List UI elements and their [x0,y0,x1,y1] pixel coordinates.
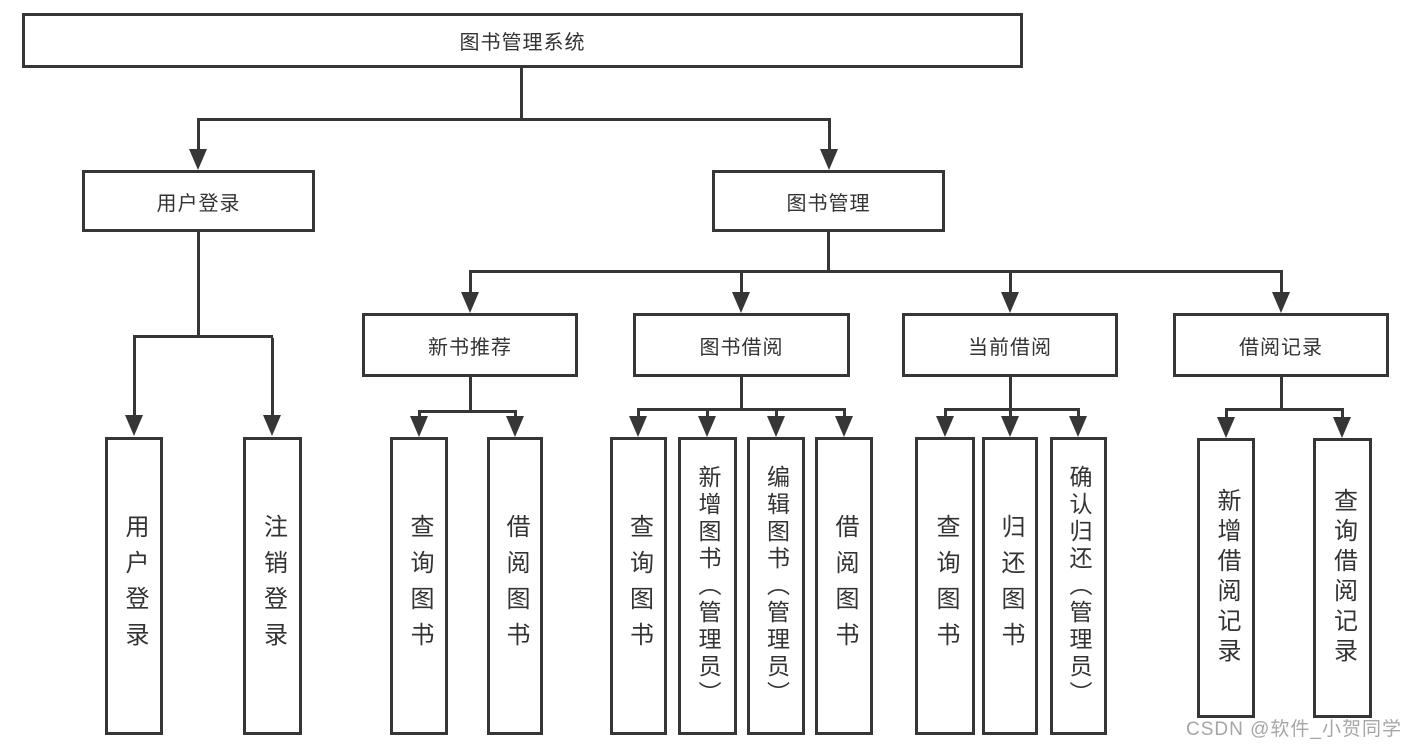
node-label: 当前借阅 [968,336,1052,359]
leaf-recommend-query-books: 查询图书 [390,437,448,735]
leaf-recommend-borrow-books: 借阅图书 [487,437,543,735]
connector-drop [1009,273,1012,292]
arrowhead-down-icon [410,416,428,437]
connector-borrowing-bus [637,408,846,411]
arrowhead-down-icon [1069,416,1087,437]
leaf-add-borrow-record: 新增借阅记录 [1197,438,1255,718]
arrowhead-down-icon [698,416,716,437]
leaf-current-query-books: 查询图书 [915,437,975,735]
connector-drop [1009,411,1012,416]
connector-current-stem [1009,377,1012,408]
connector-borrowing-stem [740,377,743,408]
node-user-login: 用户登录 [82,170,315,232]
leaf-return-books: 归还图书 [982,437,1038,735]
arrowhead-down-icon [767,416,785,437]
connector-drop [944,411,947,416]
connector-recommend-bus [418,410,517,413]
node-label: 图书借阅 [699,336,784,359]
arrowhead-down-icon [189,149,207,170]
connector-book-mgmt-stem [827,232,830,270]
arrowhead-down-icon [835,416,853,437]
arrowhead-down-icon [1001,292,1019,313]
node-new-book-recommend: 新书推荐 [362,313,578,377]
connector-level2-bus [197,118,831,121]
connector-drop [775,411,778,416]
node-label: 确认归还（管理员） [1066,464,1092,708]
connector-drop [843,411,846,416]
connector-drop [1280,273,1283,292]
connector-drop [514,413,517,417]
node-label: 查询图书 [406,514,433,658]
leaf-borrowing-borrow-books: 借阅图书 [815,437,873,735]
arrowhead-down-icon [936,416,954,437]
connector-root-stem [520,68,523,118]
connector-level3-bus [469,270,1283,273]
leaf-logout: 注销登录 [243,437,302,735]
node-book-borrowing: 图书借阅 [633,313,850,377]
node-label: 注销登录 [259,514,287,658]
node-label: 借阅图书 [831,514,858,658]
arrowhead-down-icon [263,415,281,436]
connector-drop [418,413,421,417]
connector-user-login-stem [197,232,200,335]
arrowhead-down-icon [732,292,750,313]
leaf-confirm-return-admin: 确认归还（管理员） [1050,437,1107,735]
connector-records-stem [1280,377,1283,408]
leaf-edit-books-admin: 编辑图书（管理员） [747,437,805,735]
connector-drop [1077,411,1080,416]
node-label: 查询图书 [932,514,959,658]
leaf-user-login: 用户登录 [105,437,163,735]
leaf-add-books-admin: 新增图书（管理员） [678,437,737,735]
node-label: 新书推荐 [428,336,512,359]
arrowhead-down-icon [1001,416,1019,437]
arrowhead-down-icon [1272,292,1290,313]
node-label: 查询图书 [625,514,653,658]
node-book-management: 图书管理 [712,170,945,232]
node-label: 借阅图书 [502,514,529,658]
connector-drop [1225,411,1228,417]
arrowhead-down-icon [461,292,479,313]
connector-current-bus [944,408,1080,411]
node-current-borrowing: 当前借阅 [902,313,1118,377]
node-label: 新增借阅记录 [1213,488,1240,668]
node-label: 新增图书（管理员） [695,464,721,708]
node-label: 用户登录 [156,192,241,215]
connector-drop [133,338,136,415]
arrowhead-down-icon [1217,417,1235,438]
arrowhead-down-icon [125,415,143,436]
connector-drop [706,411,709,416]
arrowhead-down-icon [1333,417,1351,438]
connector-drop [637,411,640,416]
connector-drop [828,121,831,149]
connector-user-login-bus [133,335,273,338]
connector-records-bus [1225,408,1344,411]
leaf-borrowing-query-books: 查询图书 [610,437,667,735]
node-label: 用户登录 [121,514,148,658]
node-label: 编辑图书（管理员） [763,464,790,708]
connector-drop [1341,411,1344,417]
leaf-query-borrow-record: 查询借阅记录 [1313,438,1372,718]
node-borrowing-records: 借阅记录 [1173,313,1389,377]
node-label: 查询借阅记录 [1329,488,1357,668]
connector-drop [271,338,274,415]
node-label: 归还图书 [997,514,1024,658]
arrowhead-down-icon [506,416,524,437]
connector-drop [197,121,200,149]
node-label: 借阅记录 [1239,336,1323,359]
node-root-library-system: 图书管理系统 [22,13,1023,68]
connector-drop [469,273,472,292]
node-label: 图书管理系统 [459,32,586,54]
arrowhead-down-icon [820,149,838,170]
csdn-watermark: CSDN @软件_小贺同学 [1186,719,1402,740]
connector-recommend-stem [469,377,472,410]
node-label: 图书管理 [786,192,871,215]
arrowhead-down-icon [629,416,647,437]
connector-drop [740,273,743,292]
